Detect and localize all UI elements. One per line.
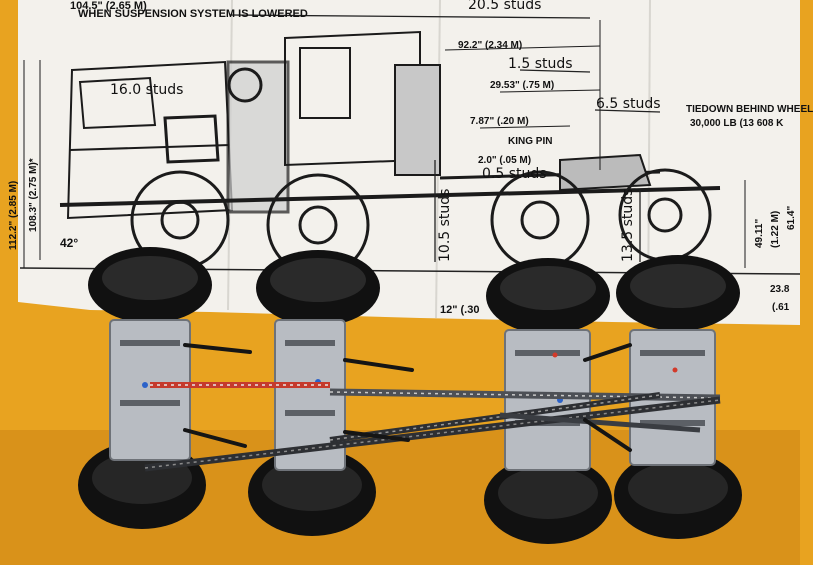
- tire-fourth-top: [616, 255, 740, 331]
- tire-third-top: [486, 258, 610, 334]
- tire-third-bottom: [484, 456, 612, 544]
- annotation-1-5-studs: 1.5 studs: [508, 56, 573, 72]
- annotation-10-5-studs: 10.5 studs: [437, 188, 453, 262]
- stud-annotation-lines: [229, 14, 661, 262]
- annotation-6-5-studs: 6.5 studs: [596, 96, 661, 112]
- dimension-angle: 42°: [60, 236, 79, 250]
- blueprint-header-caption: WHEN SUSPENSION SYSTEM IS LOWERED: [78, 8, 308, 20]
- axle-rods: [183, 343, 632, 452]
- tire-front-left-top: [88, 247, 212, 323]
- tiedown-line-2: 30,000 LB (13 608 K: [690, 118, 784, 129]
- tiedown-line-1: TIEDOWN BEHIND WHEEL: [686, 104, 813, 115]
- dimension-right-61: 61.4": [786, 205, 797, 230]
- dimension-bottom-right-23: 23.8: [770, 284, 790, 295]
- annotation-0-5-studs: 0.5 studs: [482, 166, 547, 182]
- dimension-bottom-12: 12" (.30: [440, 304, 480, 316]
- axle-frames: [109, 319, 716, 471]
- dimension-7: 7.87" (.20 M): [470, 116, 529, 127]
- dimension-right-49: 49.11": [754, 218, 765, 248]
- dimension-bottom-right-61: (.61: [772, 302, 790, 313]
- tire-second-left-top: [256, 250, 380, 326]
- linkage-beams: [144, 382, 721, 472]
- dimension-2: 2.0" (.05 M): [478, 155, 532, 166]
- dimension-kingpin: KING PIN: [508, 136, 553, 147]
- dimension-92: 92.2" (2.34 M): [458, 40, 523, 51]
- dimension-left-112: 112.2" (2.85 M): [8, 180, 19, 250]
- dimension-left-108: 108.3" (2.75 M)*: [28, 158, 39, 232]
- truck-line-drawing: [23, 20, 746, 277]
- annotation-20-5-studs: 20.5 studs: [468, 0, 542, 13]
- annotation-16-studs: 16.0 studs: [110, 82, 184, 98]
- dimension-right-122: (1.22 M): [770, 210, 781, 248]
- dimension-29: 29.53" (.75 M): [490, 80, 555, 91]
- tire-fourth-bottom: [614, 451, 742, 539]
- annotation-13-5-studs: 13.5 studs: [620, 188, 636, 262]
- blueprint-header-partial: 104.5" (2.65 M): [70, 0, 147, 12]
